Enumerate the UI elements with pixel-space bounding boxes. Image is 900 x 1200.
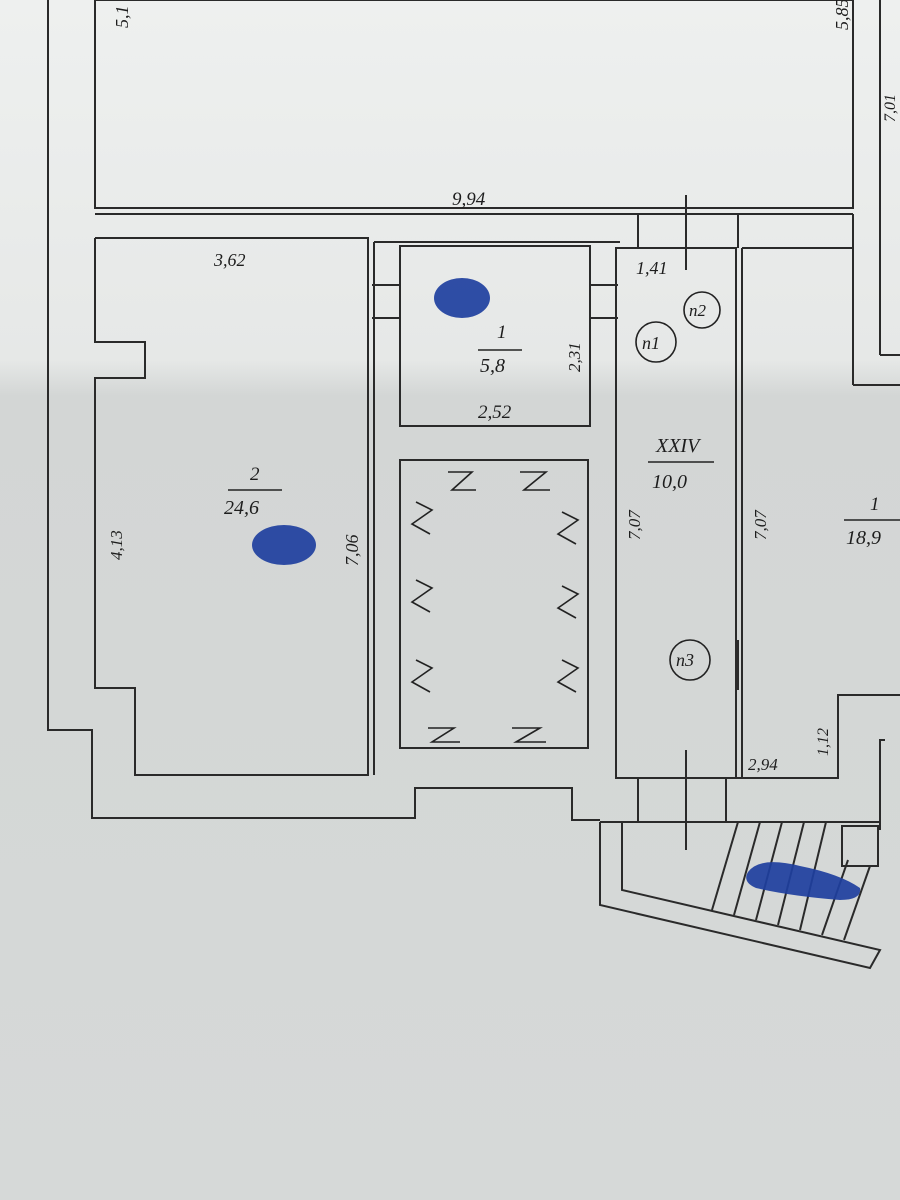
top-right-label: 5,85 [832,0,852,30]
room-2-number: 2 [250,464,260,485]
corridor-right-height: 7,07 [751,509,770,540]
room-1-height: 2,31 [565,342,584,372]
room-right-bottom-width: 2,94 [748,755,778,774]
marker-n1 [635,321,677,363]
wall-lines [47,0,900,970]
ink-blot [252,525,316,565]
ink-blot [434,278,490,318]
room-right-number: 1 [870,494,880,515]
marker-n2 [683,291,721,329]
room-2-right-height: 7,06 [342,535,362,567]
corridor-area: 10,0 [652,471,687,493]
top-room-width: 9,94 [452,189,486,210]
room-right-small-height: 1,12 [815,728,832,756]
room-1-width: 2,52 [478,402,512,423]
labels: 5,1 5,85 7,01 9,94 3,62 2 24,6 4,13 7,06… [107,0,899,774]
room-2-area: 24,6 [224,497,259,519]
top-edge-label: 7,01 [882,94,899,122]
corridor-number: XXIV [655,435,702,457]
shaft-markings [410,471,580,743]
marker-n3 [669,639,711,681]
room-right-area: 18,9 [846,527,881,549]
marker-n2-label: n2 [689,301,707,320]
fraction-bars [228,349,900,521]
room-1-number: 1 [497,322,507,343]
ink-marks [252,278,861,900]
top-left-label: 5,1 [112,6,132,29]
room-1-area: 5,8 [480,355,505,377]
room-2-top-width: 3,62 [213,250,246,270]
corridor-width: 1,41 [636,258,668,278]
corridor-left-height: 7,07 [625,509,644,540]
room-2-left-height: 4,13 [107,530,126,560]
marker-n3-label: n3 [676,650,694,670]
ink-blot [746,862,861,900]
corridor-markers [635,291,721,681]
marker-n1-label: n1 [642,333,660,353]
